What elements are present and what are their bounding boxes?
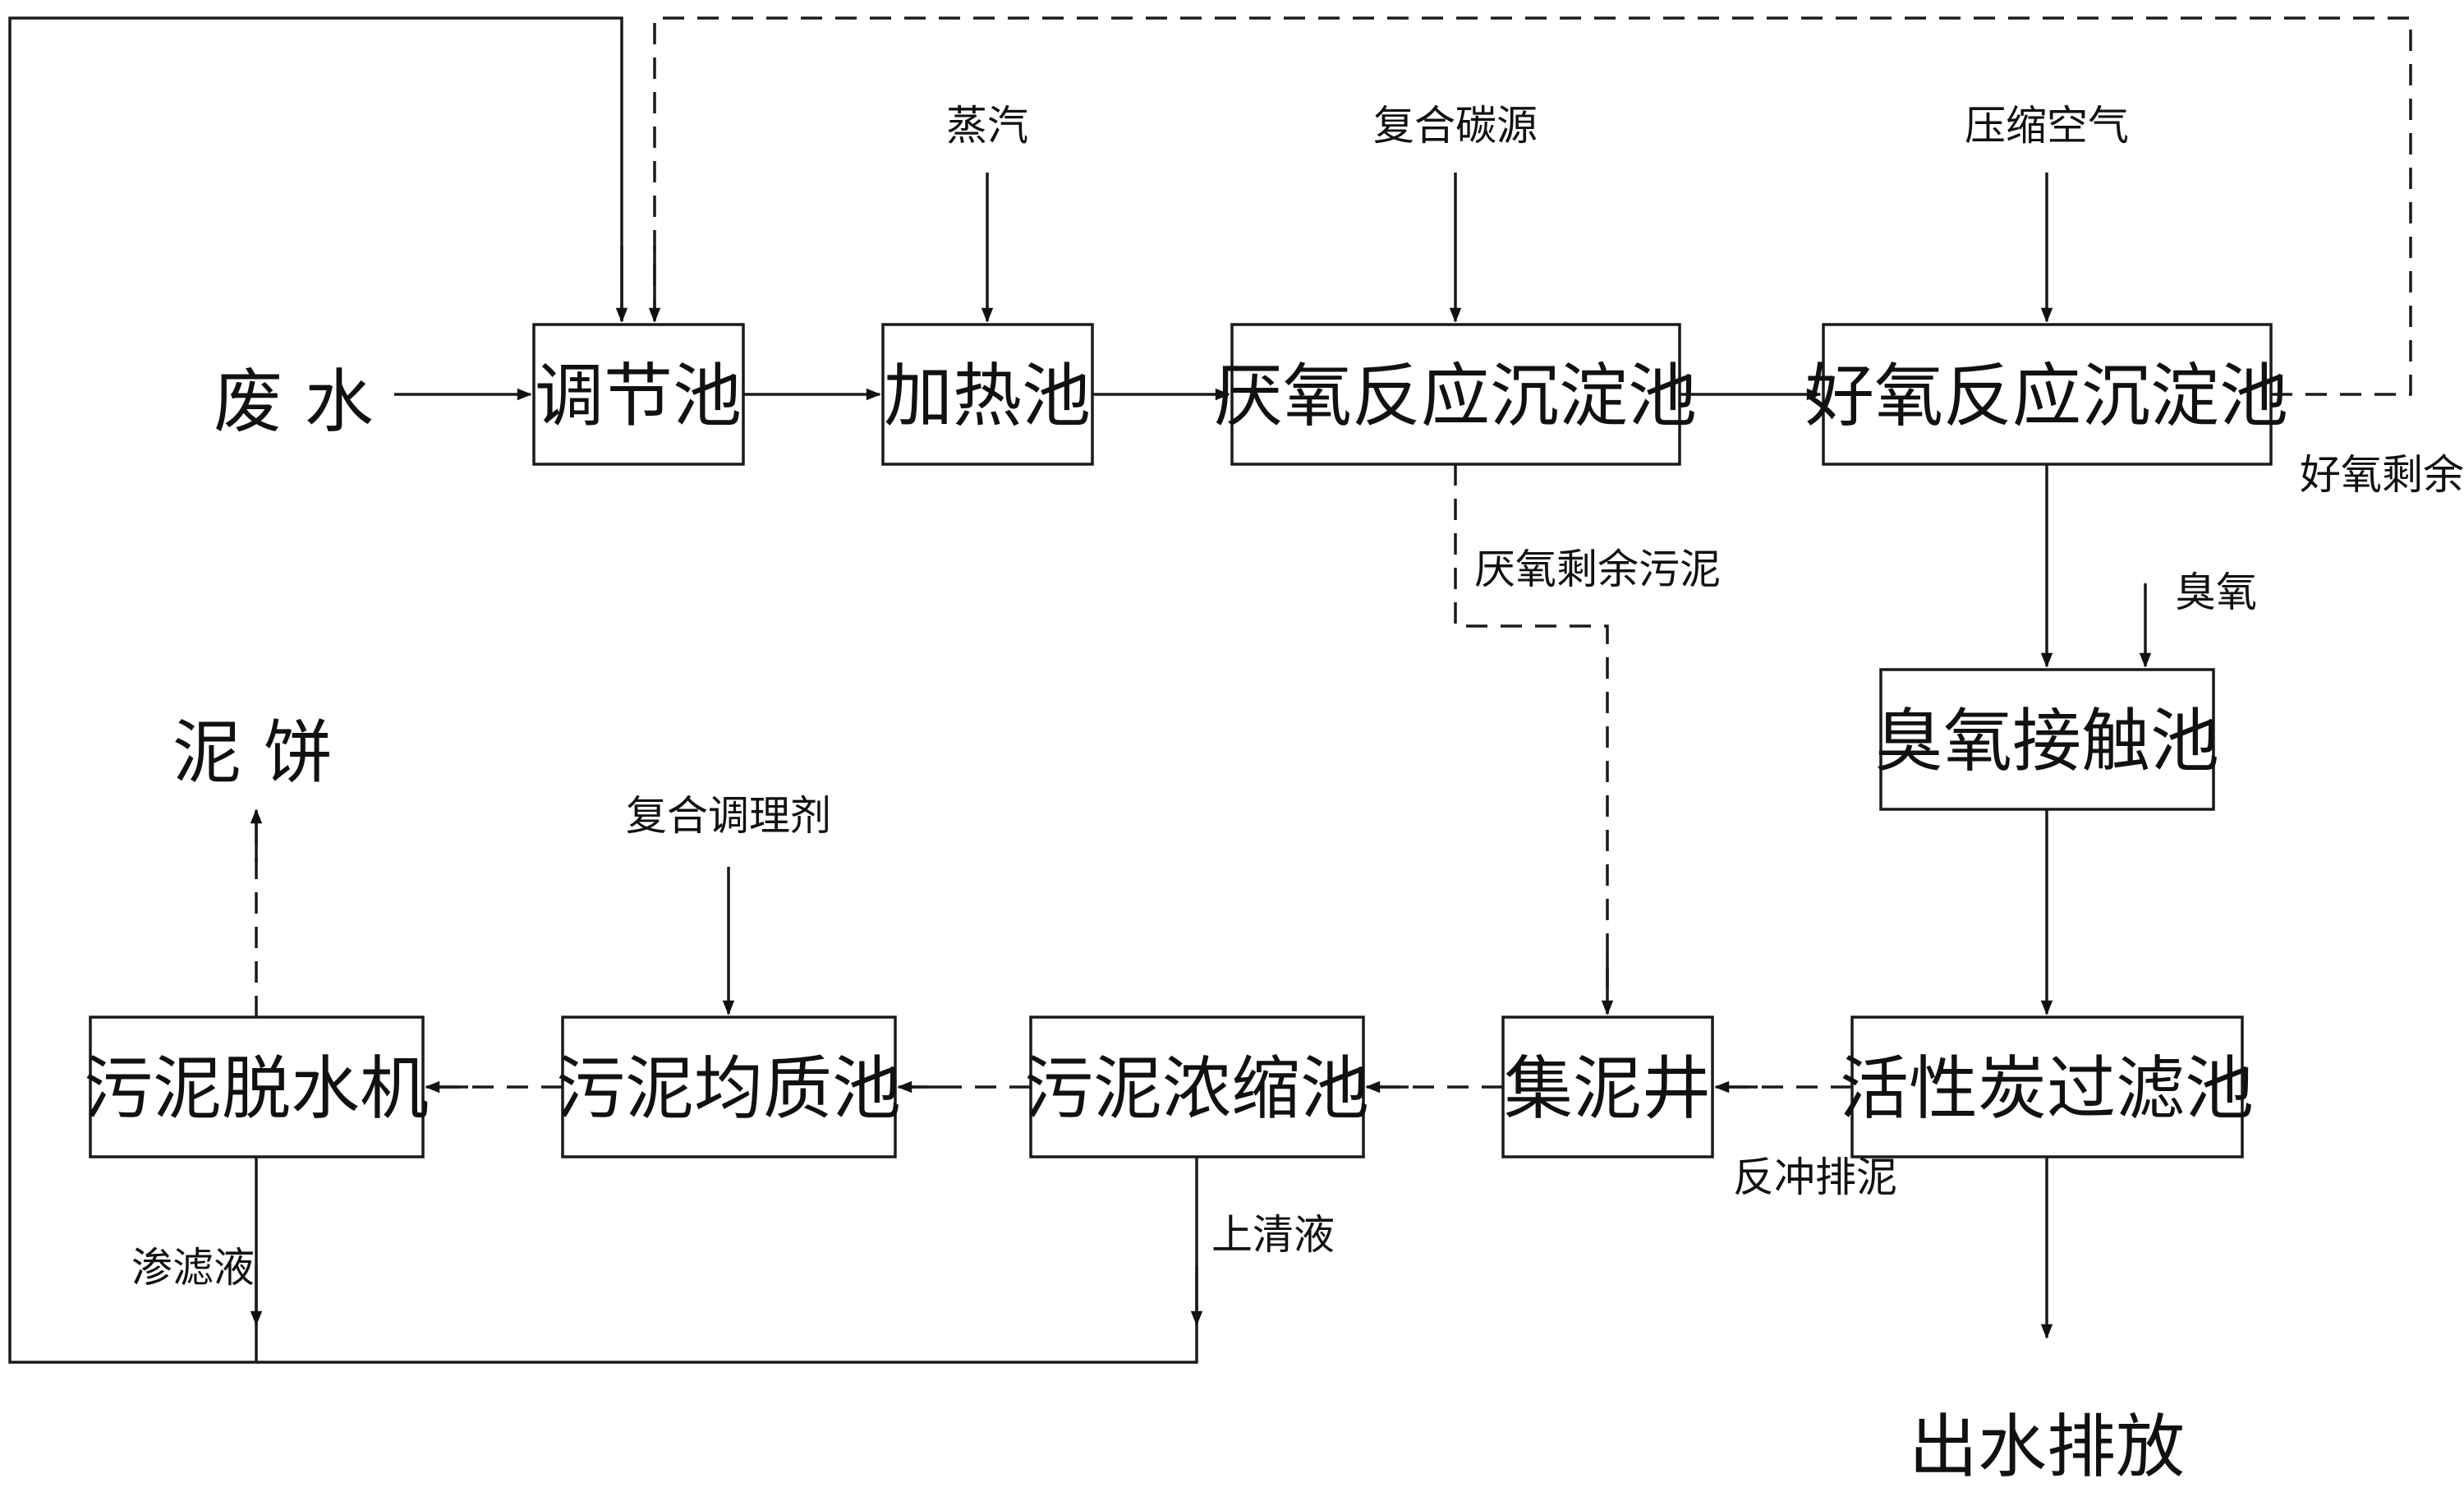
compressed-air-label: 压缩空气	[1965, 102, 2129, 150]
anaerobic-tank-label: 厌氧反应沉淀池	[1214, 356, 1697, 436]
sludge-flow-lines	[250, 16, 2412, 1094]
carbon-filter-box: 活性炭过滤池	[1840, 1016, 2254, 1158]
mud-cake-label: 泥 饼	[172, 712, 333, 793]
sludge-homogenizer-box: 污泥均质池	[556, 1016, 901, 1158]
ozone-tank-box: 臭氧接触池	[1874, 668, 2219, 811]
heating-tank-box: 加热池	[881, 323, 1094, 466]
aerobic-sludge-label: 好氧剩余污泥	[2300, 451, 2464, 499]
anaerobic-sludge-label: 厌氧剩余污泥	[1474, 546, 1721, 593]
filtrate-label: 渗滤液	[131, 1244, 255, 1292]
anaerobic-tank-box: 厌氧反应沉淀池	[1214, 323, 1697, 466]
ozone-label: 臭氧	[2175, 569, 2257, 616]
aerobic-tank-label: 好氧反应沉淀池	[1805, 356, 2288, 436]
sludge-well-box: 集泥井	[1501, 1016, 1714, 1158]
sludge-thickener-label: 污泥浓缩池	[1024, 1048, 1369, 1129]
sludge-dewater-label: 污泥脱水机	[84, 1048, 429, 1129]
ozone-tank-label: 臭氧接触池	[1874, 701, 2219, 781]
carbon-source-label: 复合碳源	[1373, 102, 1538, 150]
regulating-tank-box: 调节池	[532, 323, 745, 466]
wastewater-label: 废 水	[214, 362, 374, 442]
anaerobic-sludge-line	[1454, 464, 1609, 1014]
backwash-label: 反冲排泥	[1733, 1154, 1897, 1201]
carbon-filter-label: 活性炭过滤池	[1840, 1048, 2254, 1129]
sludge-thickener-box: 污泥浓缩池	[1024, 1016, 1369, 1158]
aerobic-tank-box: 好氧反应沉淀池	[1805, 323, 2288, 466]
steam-label: 蒸汽	[946, 102, 1028, 150]
regulating-tank-label: 调节池	[535, 356, 742, 436]
supernatant-return-line	[256, 1157, 1198, 1364]
discharge-label: 出水排放	[1909, 1407, 2185, 1487]
sludge-dewater-box: 污泥脱水机	[84, 1016, 429, 1158]
supernatant-label: 上清液	[1211, 1211, 1335, 1259]
sludge-well-label: 集泥井	[1504, 1048, 1711, 1129]
heating-tank-label: 加热池	[884, 356, 1091, 436]
main-flow-lines	[8, 16, 2152, 1364]
sludge-homogenizer-label: 污泥均质池	[556, 1048, 901, 1129]
filtrate-return-line	[8, 16, 623, 1364]
conditioner-label: 复合调理剂	[626, 792, 831, 840]
